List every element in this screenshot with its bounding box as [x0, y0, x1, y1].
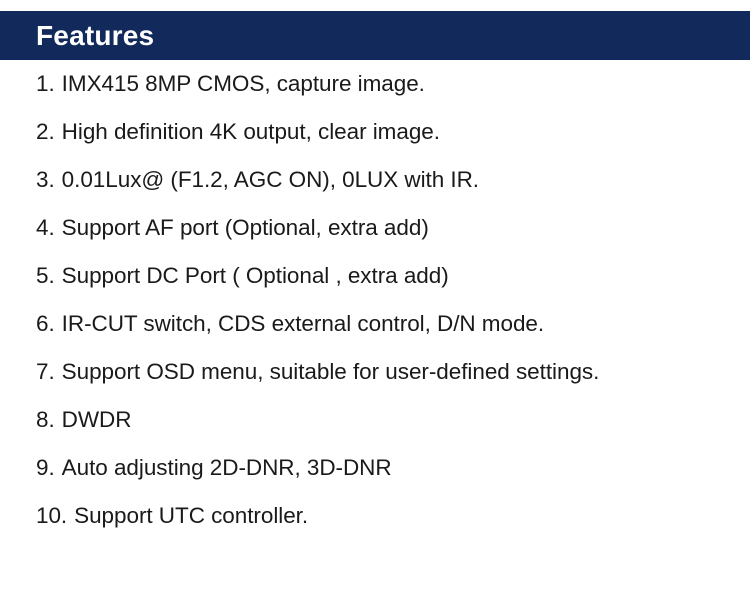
- list-item-number: 2.: [36, 119, 55, 144]
- list-item-text: Auto adjusting 2D-DNR, 3D-DNR: [61, 455, 392, 480]
- list-item-number: 10.: [36, 503, 68, 528]
- list-item-number: 6.: [36, 311, 55, 336]
- list-item-number: 9.: [36, 455, 55, 480]
- list-item: 1. IMX415 8MP CMOS, capture image.: [0, 60, 750, 108]
- list-item-text: Support AF port (Optional, extra add): [61, 215, 429, 240]
- page-title: Features: [36, 19, 155, 51]
- list-item: 9. Auto adjusting 2D-DNR, 3D-DNR: [0, 444, 750, 492]
- list-item: 10. Support UTC controller.: [0, 492, 750, 540]
- list-item: 6. IR-CUT switch, CDS external control, …: [0, 300, 750, 348]
- list-item-text: Support OSD menu, suitable for user-defi…: [61, 359, 600, 384]
- list-item-text: Support UTC controller.: [74, 503, 309, 528]
- feature-list: 1. IMX415 8MP CMOS, capture image. 2. Hi…: [0, 60, 750, 540]
- list-item: 4. Support AF port (Optional, extra add): [0, 204, 750, 252]
- list-item-number: 8.: [36, 407, 55, 432]
- list-item-number: 5.: [36, 263, 55, 288]
- list-item: 8. DWDR: [0, 396, 750, 444]
- list-item-text: Support DC Port ( Optional , extra add): [61, 263, 449, 288]
- list-item: 2. High definition 4K output, clear imag…: [0, 108, 750, 156]
- list-item: 5. Support DC Port ( Optional , extra ad…: [0, 252, 750, 300]
- list-item-text: DWDR: [61, 407, 132, 432]
- list-item: 3. 0.01Lux@ (F1.2, AGC ON), 0LUX with IR…: [0, 156, 750, 204]
- list-item-text: IMX415 8MP CMOS, capture image.: [61, 71, 425, 96]
- list-item-number: 1.: [36, 71, 55, 96]
- features-section-header: Features: [0, 11, 750, 60]
- list-item-text: High definition 4K output, clear image.: [61, 119, 440, 144]
- list-item-text: 0.01Lux@ (F1.2, AGC ON), 0LUX with IR.: [61, 167, 480, 192]
- list-item-number: 4.: [36, 215, 55, 240]
- list-item: 7. Support OSD menu, suitable for user-d…: [0, 348, 750, 396]
- list-item-number: 7.: [36, 359, 55, 384]
- list-item-text: IR-CUT switch, CDS external control, D/N…: [61, 311, 545, 336]
- list-item-number: 3.: [36, 167, 55, 192]
